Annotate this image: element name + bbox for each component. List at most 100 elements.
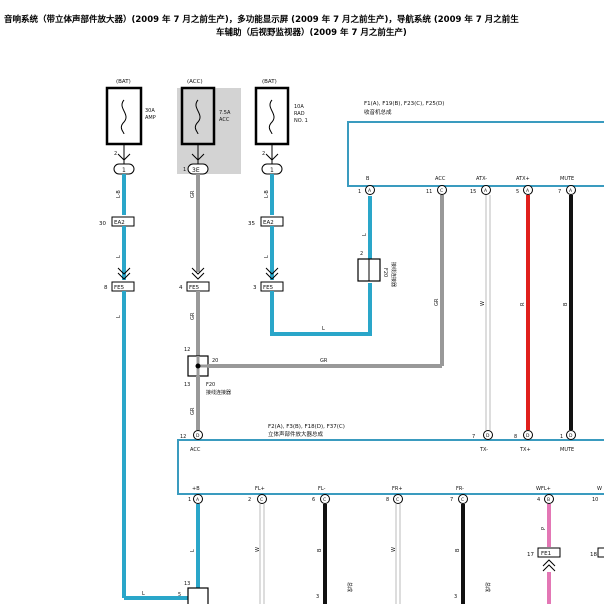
splice-mid-name: 接线连接器 xyxy=(206,389,231,396)
svg-text:A: A xyxy=(526,188,530,194)
svg-text:+B: +B xyxy=(192,486,200,492)
svg-text:MUTE: MUTE xyxy=(560,447,574,453)
svg-text:8: 8 xyxy=(514,434,517,440)
svg-text:ATX-: ATX- xyxy=(476,176,487,182)
connector-fe1-arrow-icon xyxy=(542,559,556,572)
fuse1-arrow-icon xyxy=(117,153,131,161)
radio-ref: F1(A), F19(B), F23(C), F25(D) xyxy=(364,101,444,107)
fuse3-amp: 10A xyxy=(294,104,304,110)
connector-fe5b-arrow-icon xyxy=(191,267,205,280)
fuse2-arrow-icon xyxy=(191,153,205,161)
svg-text:4: 4 xyxy=(537,497,540,503)
svg-text:C: C xyxy=(461,497,464,503)
svg-text:L-B: L-B xyxy=(264,190,270,198)
svg-text:7: 7 xyxy=(558,189,561,195)
svg-text:C: C xyxy=(260,497,263,503)
svg-text:A: A xyxy=(484,188,488,194)
splice-top-ref: F20 xyxy=(382,268,388,277)
svg-text:FR-: FR- xyxy=(456,486,464,492)
svg-text:B: B xyxy=(366,176,370,182)
fuse1-pin-top: 2 xyxy=(114,151,117,157)
svg-text:B: B xyxy=(455,548,461,552)
svg-text:C: C xyxy=(323,497,326,503)
svg-text:W: W xyxy=(597,486,602,492)
fe5b-pin: 4 xyxy=(179,285,183,291)
splice-mid-pin-top: 12 xyxy=(184,347,190,353)
amp-ref: F2(A), F3(B), F18(D), F37(C) xyxy=(268,424,345,430)
svg-text:A: A xyxy=(569,188,573,194)
fuse3-name: RAD xyxy=(294,111,305,117)
fe1-label: FE1 xyxy=(541,551,551,557)
svg-text:W: W xyxy=(255,547,261,552)
wire-rad-loop xyxy=(270,283,372,336)
svg-text:15: 15 xyxy=(470,189,476,195)
fuse3-name2: NO. 1 xyxy=(294,118,308,124)
fuse1-name: AMP xyxy=(145,115,156,121)
radio-name: 收音机总成 xyxy=(364,108,392,116)
bottom-pin3b: 3 xyxy=(454,594,457,600)
svg-text:ACC: ACC xyxy=(190,447,201,453)
svg-text:1: 1 xyxy=(188,497,191,503)
fuse1-pin-bot: 1 xyxy=(122,167,126,174)
svg-text:C: C xyxy=(440,188,443,194)
fe5b-label: FE5 xyxy=(189,285,200,291)
svg-text:L: L xyxy=(362,233,368,236)
amp-name: 立体声部件放大器总成 xyxy=(268,430,324,438)
svg-text:总成: 总成 xyxy=(484,582,491,592)
svg-text:L: L xyxy=(142,591,145,597)
svg-text:MUTE: MUTE xyxy=(560,176,574,182)
svg-text:GR: GR xyxy=(434,298,440,306)
diagram-title-line2: 车辅助（后视野监视器）(2009 年 7 月之前生产) xyxy=(216,27,407,38)
radio-terminals: B 1 A ACC 11 C ATX- 15 A ATX+ 5 A MUTE 7… xyxy=(358,176,576,195)
svg-text:5: 5 xyxy=(516,189,519,195)
bottom-side-text: 总成 xyxy=(346,582,353,592)
svg-text:W: W xyxy=(480,301,486,306)
fuse3-element-icon xyxy=(268,99,275,135)
svg-text:GR: GR xyxy=(320,358,328,364)
svg-text:1: 1 xyxy=(358,189,361,195)
fuse2-source: (ACC) xyxy=(187,79,203,85)
fe5c-label: FE5 xyxy=(263,285,274,291)
splice-mid-pin-bot: 13 xyxy=(184,382,190,388)
splice-top-pin: 2 xyxy=(360,251,363,257)
svg-text:FR+: FR+ xyxy=(392,486,403,492)
fe1-pin: 17 xyxy=(527,552,534,558)
ea2b-pin: 35 xyxy=(248,221,255,227)
splice-mid-ref: F20 xyxy=(206,382,215,388)
svg-text:8: 8 xyxy=(386,497,389,503)
svg-text:TX-: TX- xyxy=(479,447,488,453)
svg-text:10: 10 xyxy=(592,497,598,503)
amp-box xyxy=(177,439,604,495)
fuse1-box xyxy=(105,86,143,146)
svg-text:A: A xyxy=(368,188,372,194)
splice-bottom-connector xyxy=(187,587,209,604)
fuse2-pin-bot: 1 xyxy=(183,167,186,173)
svg-text:GR: GR xyxy=(190,407,196,415)
radio-box xyxy=(347,121,604,187)
ea2b-label: EA2 xyxy=(263,220,274,226)
svg-text:7: 7 xyxy=(472,434,475,440)
splice-bottom-pin-left: 5 xyxy=(178,592,181,598)
svg-text:L: L xyxy=(190,549,196,552)
svg-text:P: P xyxy=(541,527,547,530)
svg-text:ATX+: ATX+ xyxy=(516,176,530,182)
svg-text:D: D xyxy=(569,433,573,439)
svg-text:B: B xyxy=(317,548,323,552)
svg-text:FL+: FL+ xyxy=(255,486,265,492)
fe5c-pin: 3 xyxy=(253,285,257,291)
amp-bottom-terminals: +B 1 A FL+ 2 C FL- 6 C FR+ 8 C FR- 7 C W… xyxy=(188,486,602,504)
fuse2-connector-mark: 3E xyxy=(192,167,200,174)
svg-text:ACC: ACC xyxy=(435,176,446,182)
svg-text:A: A xyxy=(196,497,200,503)
connector-fe5c-arrow-icon xyxy=(265,267,279,280)
fe5a-label: FE5 xyxy=(114,285,125,291)
svg-text:C: C xyxy=(396,497,399,503)
svg-text:D: D xyxy=(486,433,490,439)
ea2a-label: EA2 xyxy=(114,220,125,226)
fuse3-box xyxy=(254,86,290,146)
fe1-pin2: 18 xyxy=(590,552,597,558)
svg-text:WFL+: WFL+ xyxy=(536,486,551,492)
svg-text:12: 12 xyxy=(180,434,186,440)
fuse3-source: (BAT) xyxy=(262,79,277,85)
